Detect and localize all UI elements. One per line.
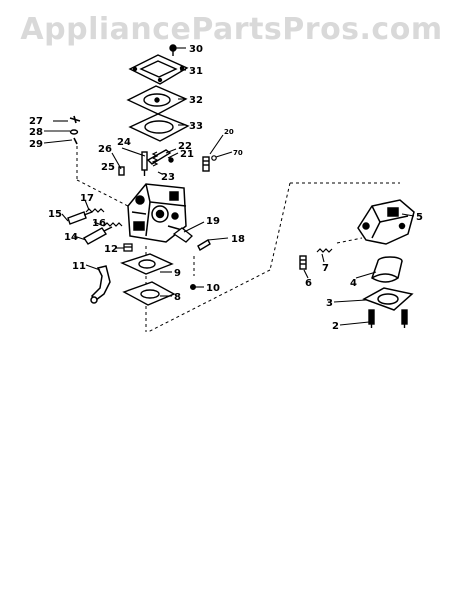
part-70-washer — [211, 155, 217, 161]
part-11-lever — [90, 265, 111, 304]
part-5-housing — [357, 199, 415, 245]
callout-12: 12 — [104, 244, 118, 255]
part-2-screws — [368, 309, 408, 328]
callout-31: 31 — [189, 66, 203, 77]
callout-3: 3 — [326, 298, 333, 309]
part-15-screw — [67, 211, 93, 225]
part-12-fitting — [123, 243, 133, 252]
part-6-screw — [299, 255, 307, 270]
callout-24: 24 — [117, 137, 131, 148]
callout-29: 29 — [29, 139, 43, 150]
part-24-inlet-needle — [141, 151, 148, 176]
callout-5: 5 — [416, 212, 423, 223]
callout-6: 6 — [305, 278, 312, 289]
callout-9: 9 — [174, 268, 181, 279]
callout-33: 33 — [189, 121, 203, 132]
part-30-screw — [169, 44, 177, 56]
part-14-screw — [82, 226, 113, 245]
callout-27: 27 — [29, 116, 43, 127]
part-19-diaphragm — [172, 227, 193, 243]
callout-23: 23 — [161, 172, 175, 183]
callout-32: 32 — [189, 95, 203, 106]
callout-17: 17 — [80, 193, 94, 204]
callout-30: 30 — [189, 44, 203, 55]
callout-2: 2 — [332, 321, 339, 332]
callout-11: 11 — [72, 261, 86, 272]
part-18-screw — [197, 239, 211, 251]
callout-21: 21 — [180, 149, 194, 160]
part-32-diaphragm — [126, 85, 188, 115]
callout-25: 25 — [101, 162, 115, 173]
part-28-clip — [69, 129, 79, 135]
watermark: AppliancePartsPros.com — [20, 12, 443, 47]
part-7-spring — [316, 248, 333, 253]
callout-16: 16 — [92, 218, 106, 229]
callout-28: 28 — [29, 127, 43, 138]
part-8-plate — [122, 281, 176, 306]
part-21-screw — [168, 157, 174, 163]
part-29-pin — [73, 137, 78, 145]
carburetor-body — [127, 183, 187, 243]
callout-22: 22 — [178, 141, 192, 152]
callout-26: 26 — [98, 144, 112, 155]
part-27-pin — [69, 115, 81, 124]
part-33-gasket — [128, 113, 190, 142]
part-9-gasket — [120, 253, 174, 275]
part-22-lever — [146, 149, 172, 165]
part-23-spring — [151, 151, 159, 167]
part-31-cover — [128, 54, 189, 85]
callout-8: 8 — [174, 292, 181, 303]
part-20-screw — [202, 156, 210, 172]
callout-4: 4 — [350, 278, 357, 289]
part-16-spring — [103, 222, 123, 227]
callout-19: 19 — [206, 216, 220, 227]
part-3-gasket — [362, 287, 414, 311]
part-25-screw — [118, 166, 125, 176]
leader-lines — [43, 47, 415, 326]
part-4-elbow — [371, 256, 403, 283]
callout-20: 20 — [224, 128, 234, 136]
connector-lines — [147, 182, 400, 333]
callout-15: 15 — [48, 209, 62, 220]
callout-70: 70 — [233, 149, 243, 157]
callout-10: 10 — [206, 283, 220, 294]
callout-14: 14 — [64, 232, 78, 243]
callout-18: 18 — [231, 234, 245, 245]
callout-7: 7 — [322, 263, 329, 274]
